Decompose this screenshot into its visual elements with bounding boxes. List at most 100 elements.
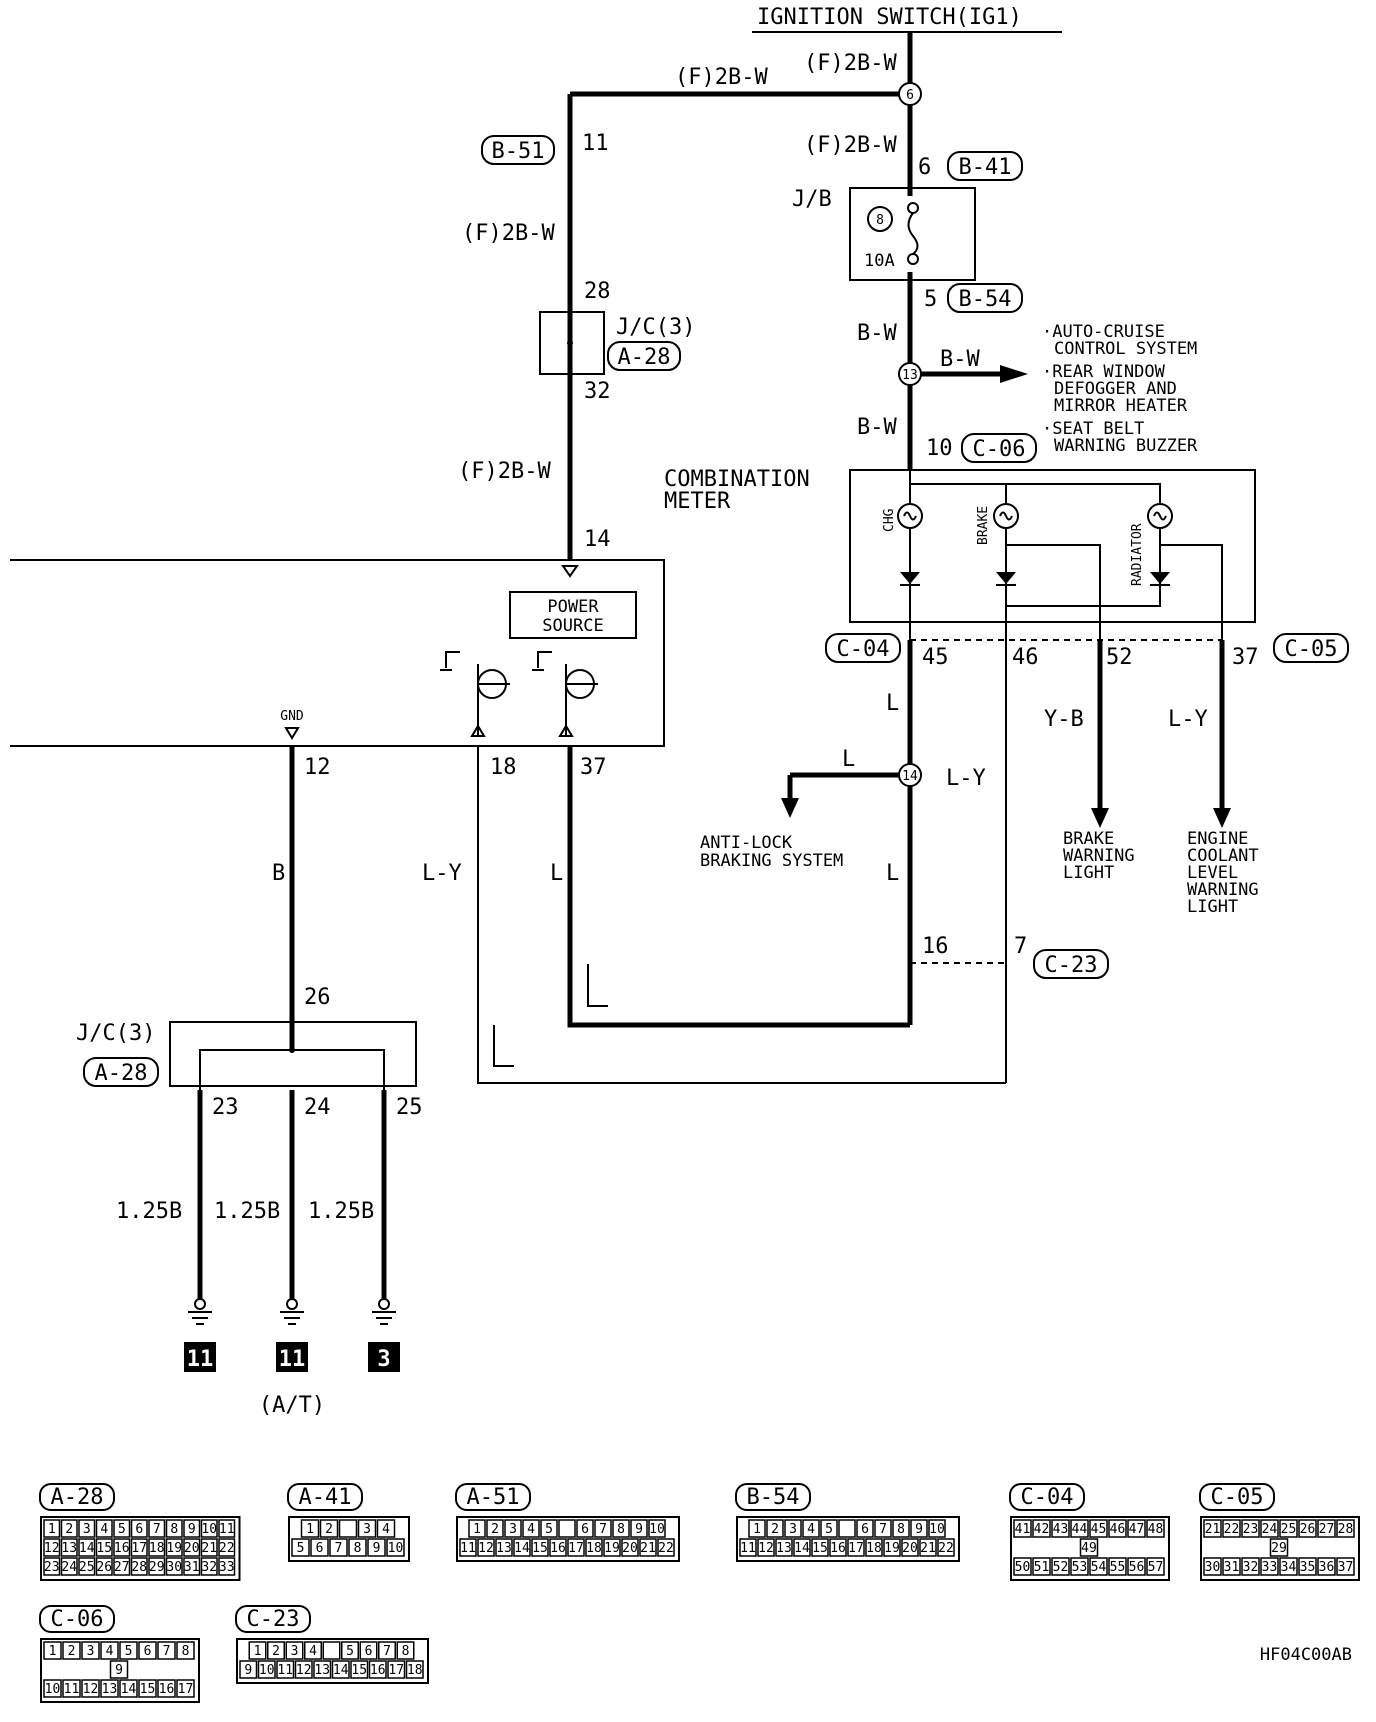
sys-coolant-1: ENGINE [1187,829,1248,849]
connector-pin-number: 2 [65,1522,73,1537]
power-source-box [509,591,637,639]
wire-label-l-2: L [886,861,899,886]
wire-label-f2bw-lower: (F)2B-W [458,459,551,484]
connector-pin-cell [359,1641,378,1660]
connector-pin-cell [847,1538,865,1557]
connector-pin-number: 10 [45,1682,61,1697]
radiator-label: RADIATOR [1130,523,1145,586]
pin-10-label: 10 [926,436,953,461]
connector-face-label: C-04 [1021,1485,1074,1510]
connector-pin-number: 56 [1129,1560,1145,1575]
connector-c06-tag [961,433,1037,463]
connector-pin-number: 11 [64,1682,80,1697]
connector-pin-number: 36 [1319,1560,1335,1575]
connector-pin-cell [1260,1557,1279,1576]
pin-6-label: 6 [918,155,931,180]
connector-pin-number: 17 [178,1682,194,1697]
wire-label-b: B [272,861,285,886]
jc3-upper-label: J/C(3) [616,315,695,340]
connector-pin-number: 24 [61,1560,77,1575]
connector-face-tag [39,1483,115,1511]
pin-52-label: 52 [1106,645,1133,670]
connector-pin-number: 50 [1015,1560,1031,1575]
connector-b51-label: B-51 [492,139,545,164]
connector-pin-cell [119,1679,138,1698]
connector-pin-number: 6 [135,1522,143,1537]
connector-pin-cell [291,1538,310,1557]
connector-pin-cell [585,1538,603,1557]
connector-face-body [40,1638,200,1703]
connector-pin-number: 1 [48,1522,56,1537]
diode-brake-icon [996,572,1016,584]
wire-label-bw-1: B-W [857,321,897,346]
connector-face-body [288,1516,410,1562]
connector-pin-cell [60,1538,78,1557]
connector-pin-cell [183,1519,201,1538]
connector-pin-cell [1089,1557,1108,1576]
connector-pin-cell [157,1679,176,1698]
pin-12-label: 12 [304,755,331,780]
connector-pin-number: 16 [550,1541,566,1556]
connector-pin-cell [376,1519,396,1538]
connector-pin-number: 5 [118,1522,126,1537]
connector-pin-cell [1051,1557,1070,1576]
connector-c23-tag [1033,949,1109,979]
pin-16-label: 16 [922,934,949,959]
connector-pin-number: 24 [1262,1522,1278,1537]
connector-pin-number: 12 [296,1663,312,1678]
connector-pin-cell [748,1519,766,1538]
fuse-rating: 10A [864,251,895,271]
connector-pin-number: 12 [44,1541,60,1556]
connector-pin-cell [1279,1519,1298,1538]
connector-pin-cell [130,1519,148,1538]
connector-face-body [1200,1516,1360,1581]
connector-pin-number: 13 [61,1541,77,1556]
connector-pin-number: 6 [861,1522,869,1537]
connector-pin-cell [341,1641,359,1660]
connector-pin-number: 29 [1271,1541,1287,1556]
pin-45-label: 45 [922,645,949,670]
connector-pin-cell [1079,1538,1099,1557]
connector-pin-cell [348,1538,367,1557]
connector-pin-cell [1013,1519,1032,1538]
pin-5-label: 5 [924,287,937,312]
connector-b54-tag [947,283,1023,313]
connector-pin-cell [1089,1519,1108,1538]
connector-pin-number: 18 [149,1541,165,1556]
ground-symbol-2 [280,1298,304,1325]
wire-label-f2bw-top: (F)2B-W [804,51,897,76]
connector-pin-cell [95,1519,113,1538]
connector-pin-number: 20 [902,1541,918,1556]
connector-pin-number: 8 [402,1644,410,1659]
connector-pin-number: 9 [115,1663,123,1678]
connector-pin-number: 30 [166,1560,182,1575]
sys-brake-light-1: BRAKE [1063,829,1114,849]
connector-face-body [1010,1516,1170,1581]
connector-pin-number: 22 [219,1541,235,1556]
connector-pin-cell [1222,1557,1241,1576]
connector-pin-cell [100,1679,119,1698]
connector-pin-number: 1 [49,1644,57,1659]
connector-pin-cell [1269,1538,1289,1557]
connector-pin-cell [558,1519,576,1538]
connector-pin-number: 14 [514,1541,530,1556]
connector-pin-cell [176,1641,195,1660]
connector-pin-number: 32 [1243,1560,1259,1575]
ground-point-1-label: 11 [187,1347,214,1372]
connector-pin-number: 2 [272,1644,280,1659]
fuse-number: 8 [876,213,884,228]
connector-pin-cell [60,1557,78,1576]
connector-pin-number: 22 [938,1541,954,1556]
fuse-terminal-top [907,202,919,214]
connector-pin-number: 25 [1281,1522,1297,1537]
connector-pin-number: 20 [184,1541,200,1556]
connector-pin-number: 8 [897,1522,905,1537]
connector-b41-tag [947,151,1023,181]
connector-pin-cell [81,1679,100,1698]
brake-bulb-out [1006,544,1101,640]
connector-pin-number: 6 [144,1644,152,1659]
connector-pin-cell [1146,1519,1165,1538]
connector-pin-number: 31 [184,1560,200,1575]
